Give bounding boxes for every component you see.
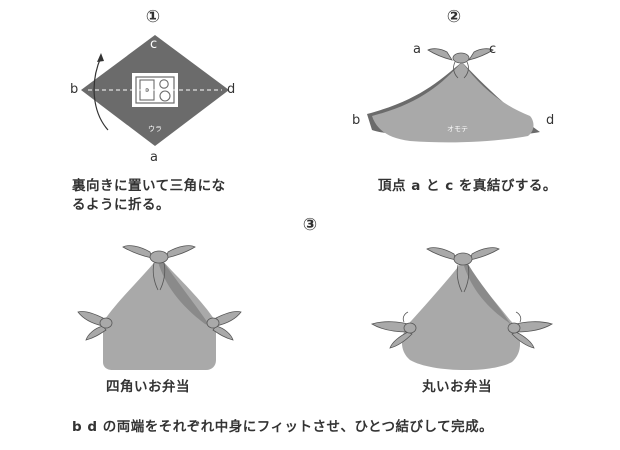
fold-arrow-icon bbox=[93, 56, 109, 131]
fig1-corner-a-label: a bbox=[150, 150, 158, 165]
round-box-body bbox=[401, 262, 521, 371]
fig2-corner-a-label: a bbox=[413, 42, 421, 57]
right-knot-icon bbox=[206, 311, 242, 341]
fig1-corner-c-label: c bbox=[150, 37, 158, 52]
step-number-2: ② bbox=[446, 7, 462, 27]
knot-icon bbox=[427, 48, 494, 79]
fig3-round-caption: 丸いお弁当 bbox=[422, 379, 492, 395]
step-number-3: ③ bbox=[302, 215, 318, 235]
top-knot-icon bbox=[122, 245, 196, 291]
fig1-caption-line-2: るように折る。 bbox=[72, 197, 170, 213]
fig2-caption: 頂点 a と c を真結びする。 bbox=[378, 178, 557, 194]
step-number-1: ① bbox=[145, 7, 161, 27]
top-knot-icon bbox=[426, 247, 500, 293]
fig2-corner-d-label: d bbox=[546, 113, 555, 128]
fig1-corner-d-label: d bbox=[227, 82, 236, 97]
fig1-ura-label: ウラ bbox=[148, 125, 162, 133]
fig2-omote-label: オモテ bbox=[447, 125, 468, 133]
fig1-caption-line-1: 裏向きに置いて三角にな bbox=[72, 178, 226, 194]
fig3-square-caption: 四角いお弁当 bbox=[106, 379, 190, 395]
left-knot-icon bbox=[77, 311, 113, 341]
square-box-body bbox=[103, 322, 216, 370]
fig2-corner-b-label: b bbox=[352, 113, 361, 128]
right-knot-icon bbox=[507, 311, 553, 349]
cloth-front bbox=[372, 62, 534, 143]
left-knot-icon bbox=[371, 311, 417, 349]
fig3-final-caption: b d の両端をそれぞれ中身にフィットさせ、ひとつ結びして完成。 bbox=[72, 419, 494, 435]
fig2-corner-c-label: c bbox=[489, 42, 497, 57]
fig1-corner-b-label: b bbox=[70, 82, 79, 97]
